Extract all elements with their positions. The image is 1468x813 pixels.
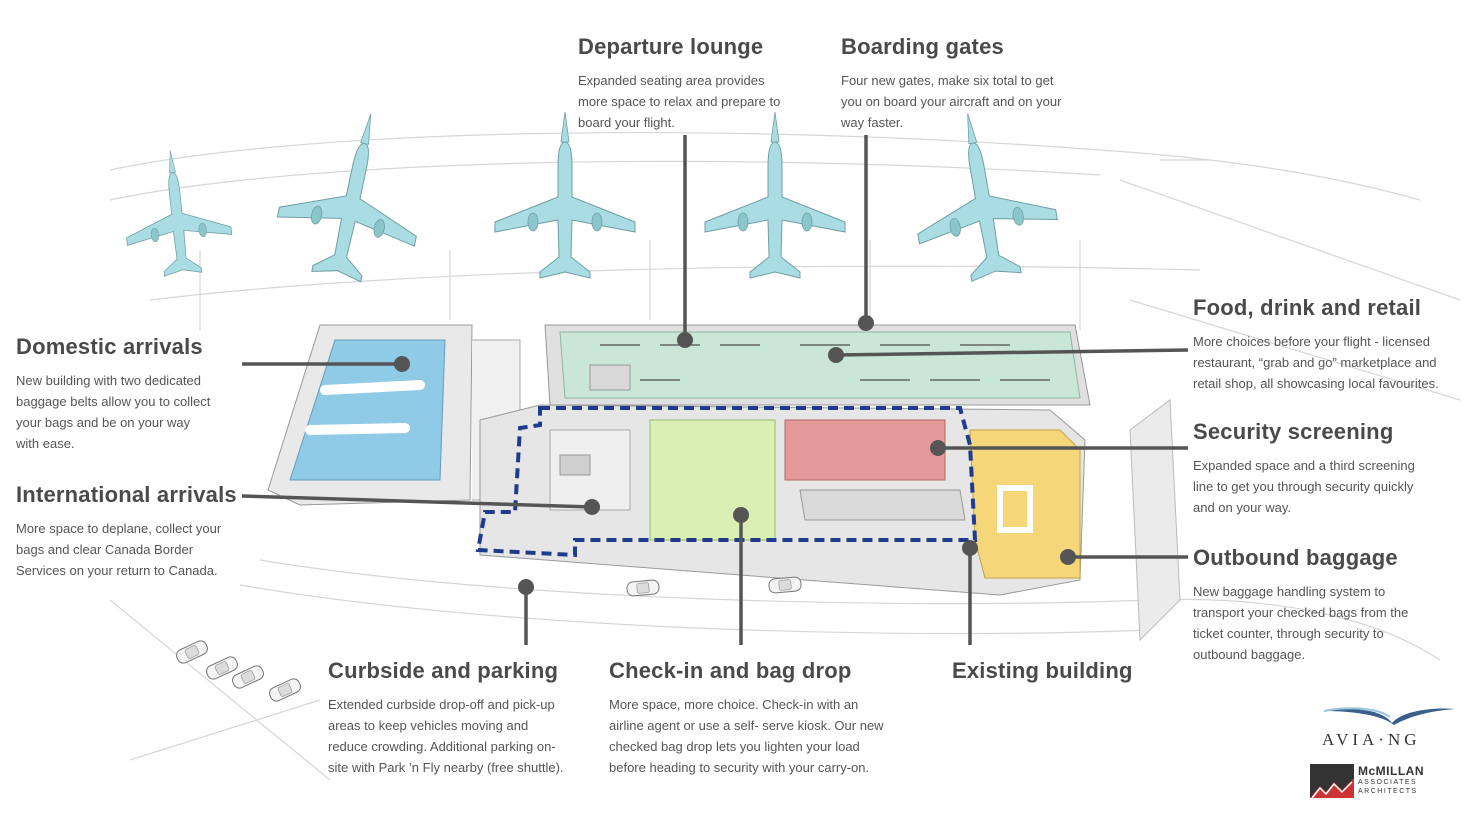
mcmillan-logo: McMILLAN ASSOCIATES ARCHITECTS (1310, 764, 1450, 800)
dot-boarding-gates (858, 315, 874, 331)
checkin-bag-drop-text: More space, more choice. Check-in with a… (609, 697, 884, 775)
right-building (1129, 399, 1181, 642)
dot-domestic-arrivals (394, 356, 410, 372)
outbound-baggage-text: New baggage handling system to transport… (1193, 584, 1409, 662)
dot-food-retail (828, 347, 844, 363)
callout-checkin-bag-drop: Check-in and bag drop More space, more c… (609, 658, 894, 778)
callout-domestic-arrivals: Domestic arrivals New building with two … (16, 334, 216, 454)
callout-boarding-gates: Boarding gates Four new gates, make six … (841, 34, 1066, 133)
apron-lines (109, 131, 1461, 781)
mcmillan-associates: ASSOCIATES (1358, 779, 1418, 786)
leader-lines (241, 135, 1189, 645)
dot-checkin (733, 507, 749, 523)
leader-dots (394, 315, 1076, 595)
car-5 (625, 579, 661, 597)
callout-international-arrivals: International arrivals More space to dep… (16, 482, 241, 581)
callout-security-screening: Security screening Expanded space and a … (1193, 419, 1438, 518)
callout-existing-building: Existing building (952, 658, 1152, 694)
domestic-arrivals-title: Domestic arrivals (16, 334, 203, 359)
car-6 (767, 576, 803, 594)
security-screening-text: Expanded space and a third screening lin… (1193, 458, 1415, 515)
mcmillan-name: McMILLAN (1358, 764, 1424, 778)
callout-outbound-baggage: Outbound baggage New baggage handling sy… (1193, 545, 1438, 665)
aircraft-3 (494, 111, 636, 279)
curbside-parking-title: Curbside and parking (328, 658, 559, 683)
avia-ng-logo: AVIA·NG (1322, 703, 1457, 753)
existing-building-title: Existing building (952, 658, 1133, 683)
international-arrivals-title: International arrivals (16, 482, 237, 507)
boarding-gates-text: Four new gates, make six total to get yo… (841, 73, 1062, 130)
boarding-gates-title: Boarding gates (841, 34, 1004, 59)
security-screening-title: Security screening (1193, 419, 1394, 444)
checkin-bag-drop-title: Check-in and bag drop (609, 658, 852, 683)
avia-ng-wordmark: AVIA·NG (1322, 730, 1421, 749)
existing-building-outline (475, 406, 978, 558)
callout-food-drink-retail: Food, drink and retail More choices befo… (1193, 295, 1443, 394)
dot-international (584, 499, 600, 515)
dot-curbside (518, 579, 534, 595)
callout-curbside-parking: Curbside and parking Extended curbside d… (328, 658, 568, 778)
food-drink-retail-title: Food, drink and retail (1193, 295, 1422, 320)
dot-outbound (1060, 549, 1076, 565)
dot-existing (962, 540, 978, 556)
callout-departure-lounge: Departure lounge Expanded seating area p… (578, 34, 788, 133)
dot-departure-lounge (677, 332, 693, 348)
avia-ng-swoosh-icon (1323, 707, 1455, 725)
car-1 (174, 638, 210, 666)
international-arrivals-text: More space to deplane, collect your bags… (16, 521, 222, 578)
terminal-body (479, 404, 1086, 596)
departure-lounge-text: Expanded seating area provides more spac… (578, 73, 781, 130)
outbound-baggage-title: Outbound baggage (1193, 545, 1398, 570)
mcmillan-architects: ARCHITECTS (1358, 788, 1418, 795)
car-4 (267, 676, 303, 704)
dot-security (930, 440, 946, 456)
aircraft-2 (267, 99, 440, 292)
domestic-arrivals-text: New building with two dedicated baggage … (16, 373, 211, 451)
leader-food-retail (835, 348, 1189, 357)
leader-international (241, 494, 593, 509)
mcmillan-mark-icon (1310, 764, 1354, 798)
food-drink-retail-text: More choices before your flight - licens… (1193, 334, 1439, 391)
departure-lounge-area (544, 324, 1091, 406)
departure-lounge-title: Departure lounge (578, 34, 764, 59)
aircraft-4 (704, 111, 846, 279)
curbside-parking-text: Extended curbside drop-off and pick-up a… (328, 697, 564, 775)
